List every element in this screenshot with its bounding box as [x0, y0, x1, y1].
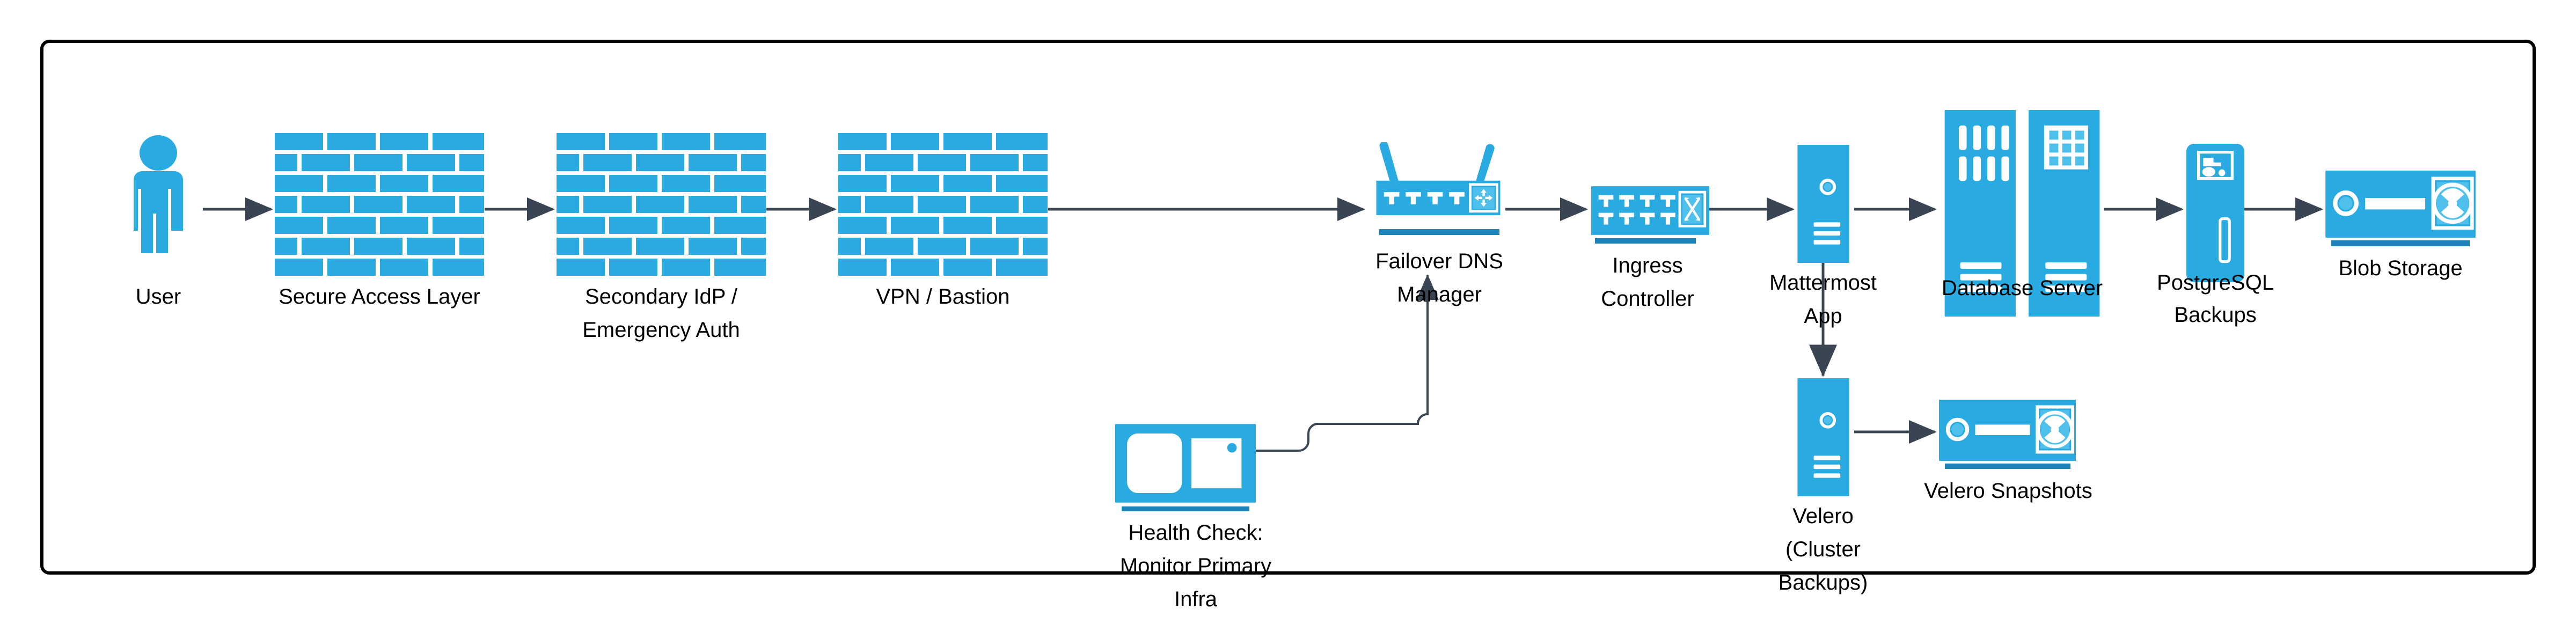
- node-mattermost-app[interactable]: Mattermost App: [1769, 145, 1877, 328]
- node-velero-label-line1: Velero: [1792, 504, 1853, 528]
- node-secondary-idp-label-line1: Secondary IdP /: [585, 285, 738, 308]
- diagram-container-border: [40, 40, 2536, 575]
- blob-storage-base-bar: [2331, 240, 2470, 246]
- node-ingress-label-line1: Ingress: [1612, 254, 1682, 277]
- node-pg-backups-label-line2: Backups: [2174, 303, 2256, 327]
- edge-health-check-to-failover-dns: [1256, 274, 1439, 452]
- node-failover-dns-label-line2: Manager: [1397, 283, 1482, 306]
- ingress-base-bar: [1595, 238, 1696, 244]
- node-velero-snapshots[interactable]: Velero Snapshots: [1924, 400, 2092, 503]
- wireless-router-icon: [1377, 142, 1501, 215]
- node-health-check[interactable]: Health Check: Monitor Primary Infra: [1115, 424, 1271, 611]
- node-secure-access-layer-label: Secure Access Layer: [279, 285, 480, 308]
- node-failover-dns-label-line1: Failover DNS: [1375, 249, 1503, 273]
- backup-tower-icon: [2186, 144, 2244, 282]
- failover-dns-base-bar: [1379, 229, 1499, 235]
- node-secure-access-layer[interactable]: Secure Access Layer: [275, 133, 484, 308]
- node-mattermost-label-line1: Mattermost: [1769, 271, 1877, 295]
- node-database-server[interactable]: Database Server: [1942, 110, 2103, 317]
- disk-storage-icon: [2325, 171, 2476, 238]
- node-secondary-idp-label-line2: Emergency Auth: [582, 318, 740, 342]
- monitor-display-icon: [1115, 424, 1256, 503]
- user-person-icon: [134, 135, 183, 253]
- node-health-check-label-line1: Health Check:: [1128, 521, 1263, 545]
- server-tower-icon: [1797, 378, 1849, 496]
- node-secondary-idp[interactable]: Secondary IdP / Emergency Auth: [557, 133, 766, 342]
- node-velero-label-line3: Backups): [1779, 571, 1868, 594]
- firewall-brick-icon: [557, 133, 766, 276]
- node-vpn-bastion[interactable]: VPN / Bastion: [838, 133, 1048, 308]
- node-user[interactable]: User: [134, 135, 183, 308]
- node-ingress-controller[interactable]: Ingress Controller: [1591, 186, 1709, 311]
- node-postgresql-backups[interactable]: PostgreSQL Backups: [2157, 144, 2274, 327]
- node-ingress-label-line2: Controller: [1601, 287, 1694, 311]
- connectors: [203, 197, 2323, 452]
- node-failover-dns-manager[interactable]: Failover DNS Manager: [1375, 142, 1503, 306]
- node-health-check-label-line2: Monitor Primary: [1120, 554, 1271, 578]
- disk-storage-icon: [1939, 400, 2076, 461]
- node-health-check-label-line3: Infra: [1174, 587, 1218, 611]
- network-switch-icon: [1591, 186, 1709, 235]
- node-vpn-bastion-label: VPN / Bastion: [876, 285, 1009, 308]
- node-database-label: Database Server: [1942, 276, 2103, 300]
- node-mattermost-label-line2: App: [1804, 304, 1842, 328]
- node-user-label: User: [136, 285, 181, 308]
- firewall-brick-icon: [838, 133, 1048, 276]
- velero-snapshots-base-bar: [1945, 464, 2070, 469]
- server-tower-icon: [1797, 145, 1849, 263]
- node-velero-label-line2: (Cluster: [1785, 538, 1861, 561]
- node-pg-backups-label-line1: PostgreSQL: [2157, 271, 2274, 295]
- node-velero[interactable]: Velero (Cluster Backups): [1779, 378, 1868, 594]
- node-velero-snapshots-label: Velero Snapshots: [1924, 479, 2092, 503]
- node-blob-storage[interactable]: Blob Storage: [2325, 171, 2476, 280]
- node-blob-storage-label: Blob Storage: [2338, 256, 2462, 280]
- firewall-brick-icon: [275, 133, 484, 276]
- health-check-base-bar: [1122, 506, 1249, 511]
